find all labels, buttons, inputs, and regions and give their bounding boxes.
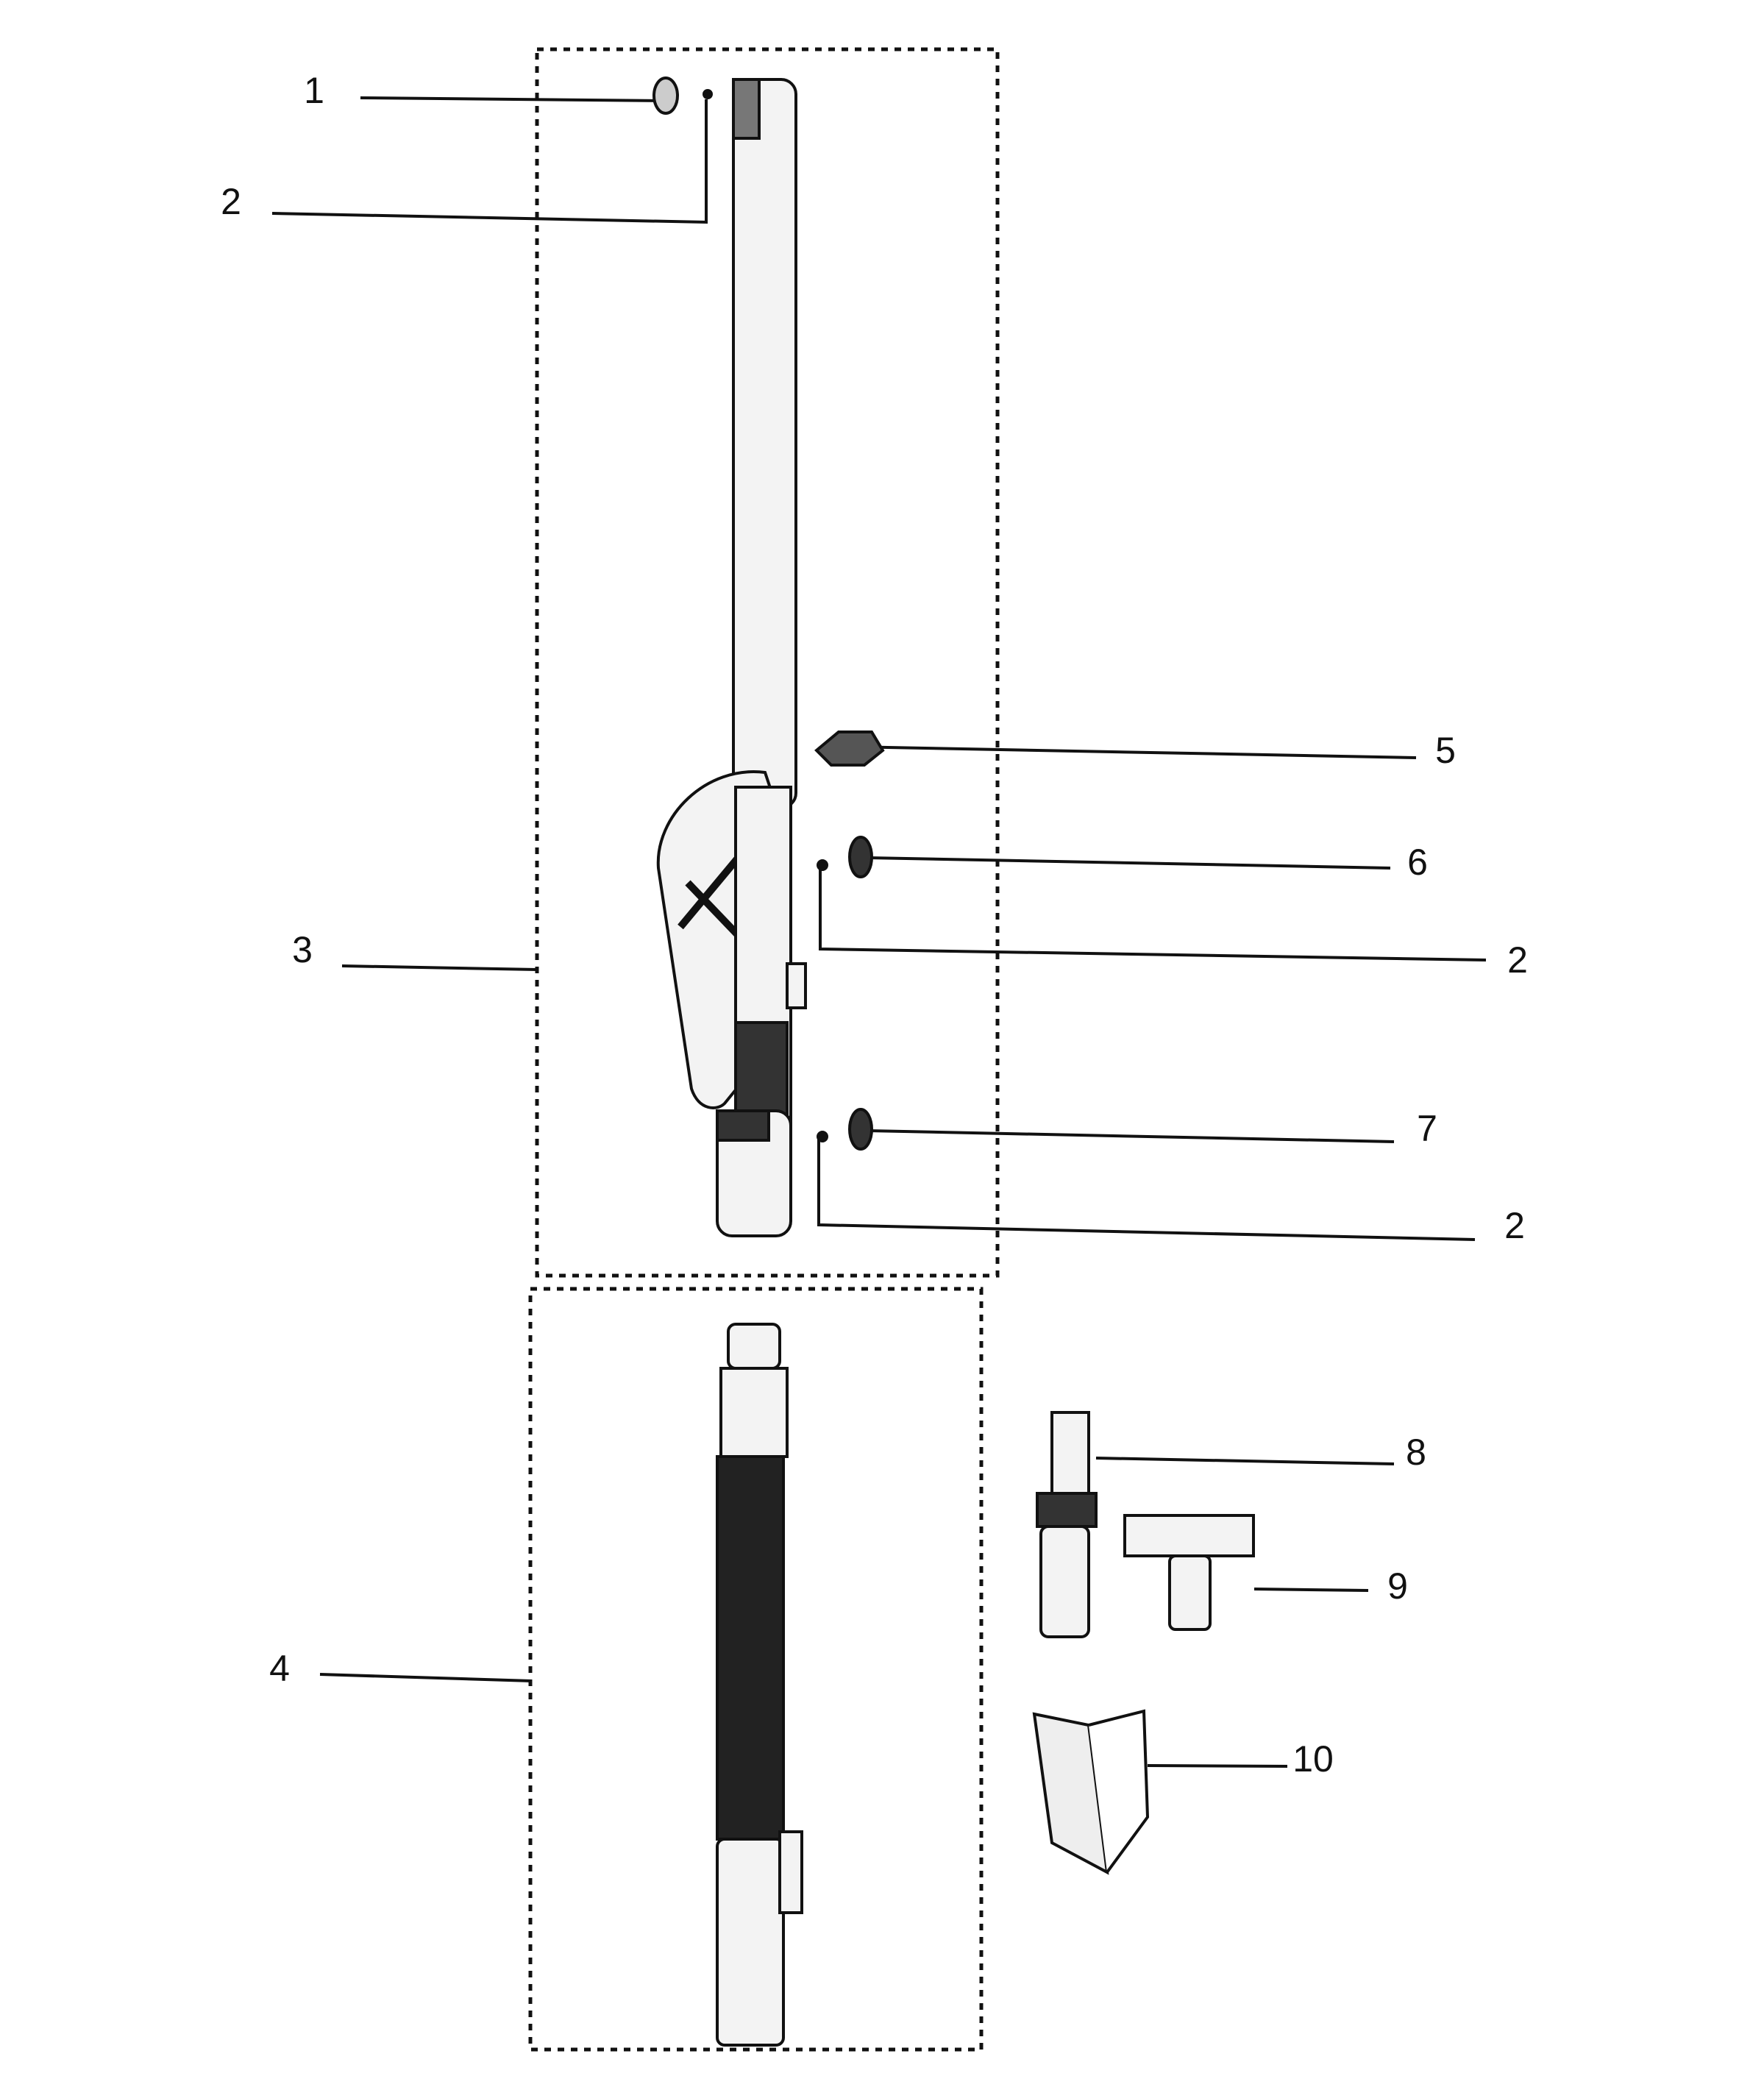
part-6-latch bbox=[848, 836, 873, 878]
callout-2: 2 bbox=[221, 181, 241, 222]
accessory-tools bbox=[1032, 1411, 1255, 1875]
callout-6: 6 bbox=[1407, 842, 1428, 883]
callout-4: 4 bbox=[269, 1648, 290, 1689]
callout-9: 9 bbox=[1387, 1565, 1408, 1607]
callout-3: 3 bbox=[292, 929, 313, 970]
hose-assembly bbox=[716, 1323, 803, 2047]
callout-10: 10 bbox=[1292, 1738, 1334, 1780]
callout-2-third: 2 bbox=[1504, 1205, 1525, 1246]
callout-5: 5 bbox=[1435, 730, 1456, 771]
assembly-box-hose bbox=[528, 1287, 984, 2052]
small-parts bbox=[652, 77, 885, 1151]
part-7-latch bbox=[848, 1108, 873, 1151]
part-5-button bbox=[814, 730, 885, 767]
leader-lines bbox=[271, 96, 1487, 1768]
assembly-box-wand bbox=[535, 47, 1000, 1278]
callout-7: 7 bbox=[1417, 1108, 1437, 1149]
part-1-clip bbox=[652, 77, 679, 115]
part-9-brush-tool bbox=[1123, 1514, 1255, 1557]
callout-1: 1 bbox=[304, 70, 324, 111]
callout-2-second: 2 bbox=[1507, 939, 1528, 981]
callout-8: 8 bbox=[1406, 1432, 1426, 1473]
wand-assembly bbox=[656, 78, 807, 1237]
